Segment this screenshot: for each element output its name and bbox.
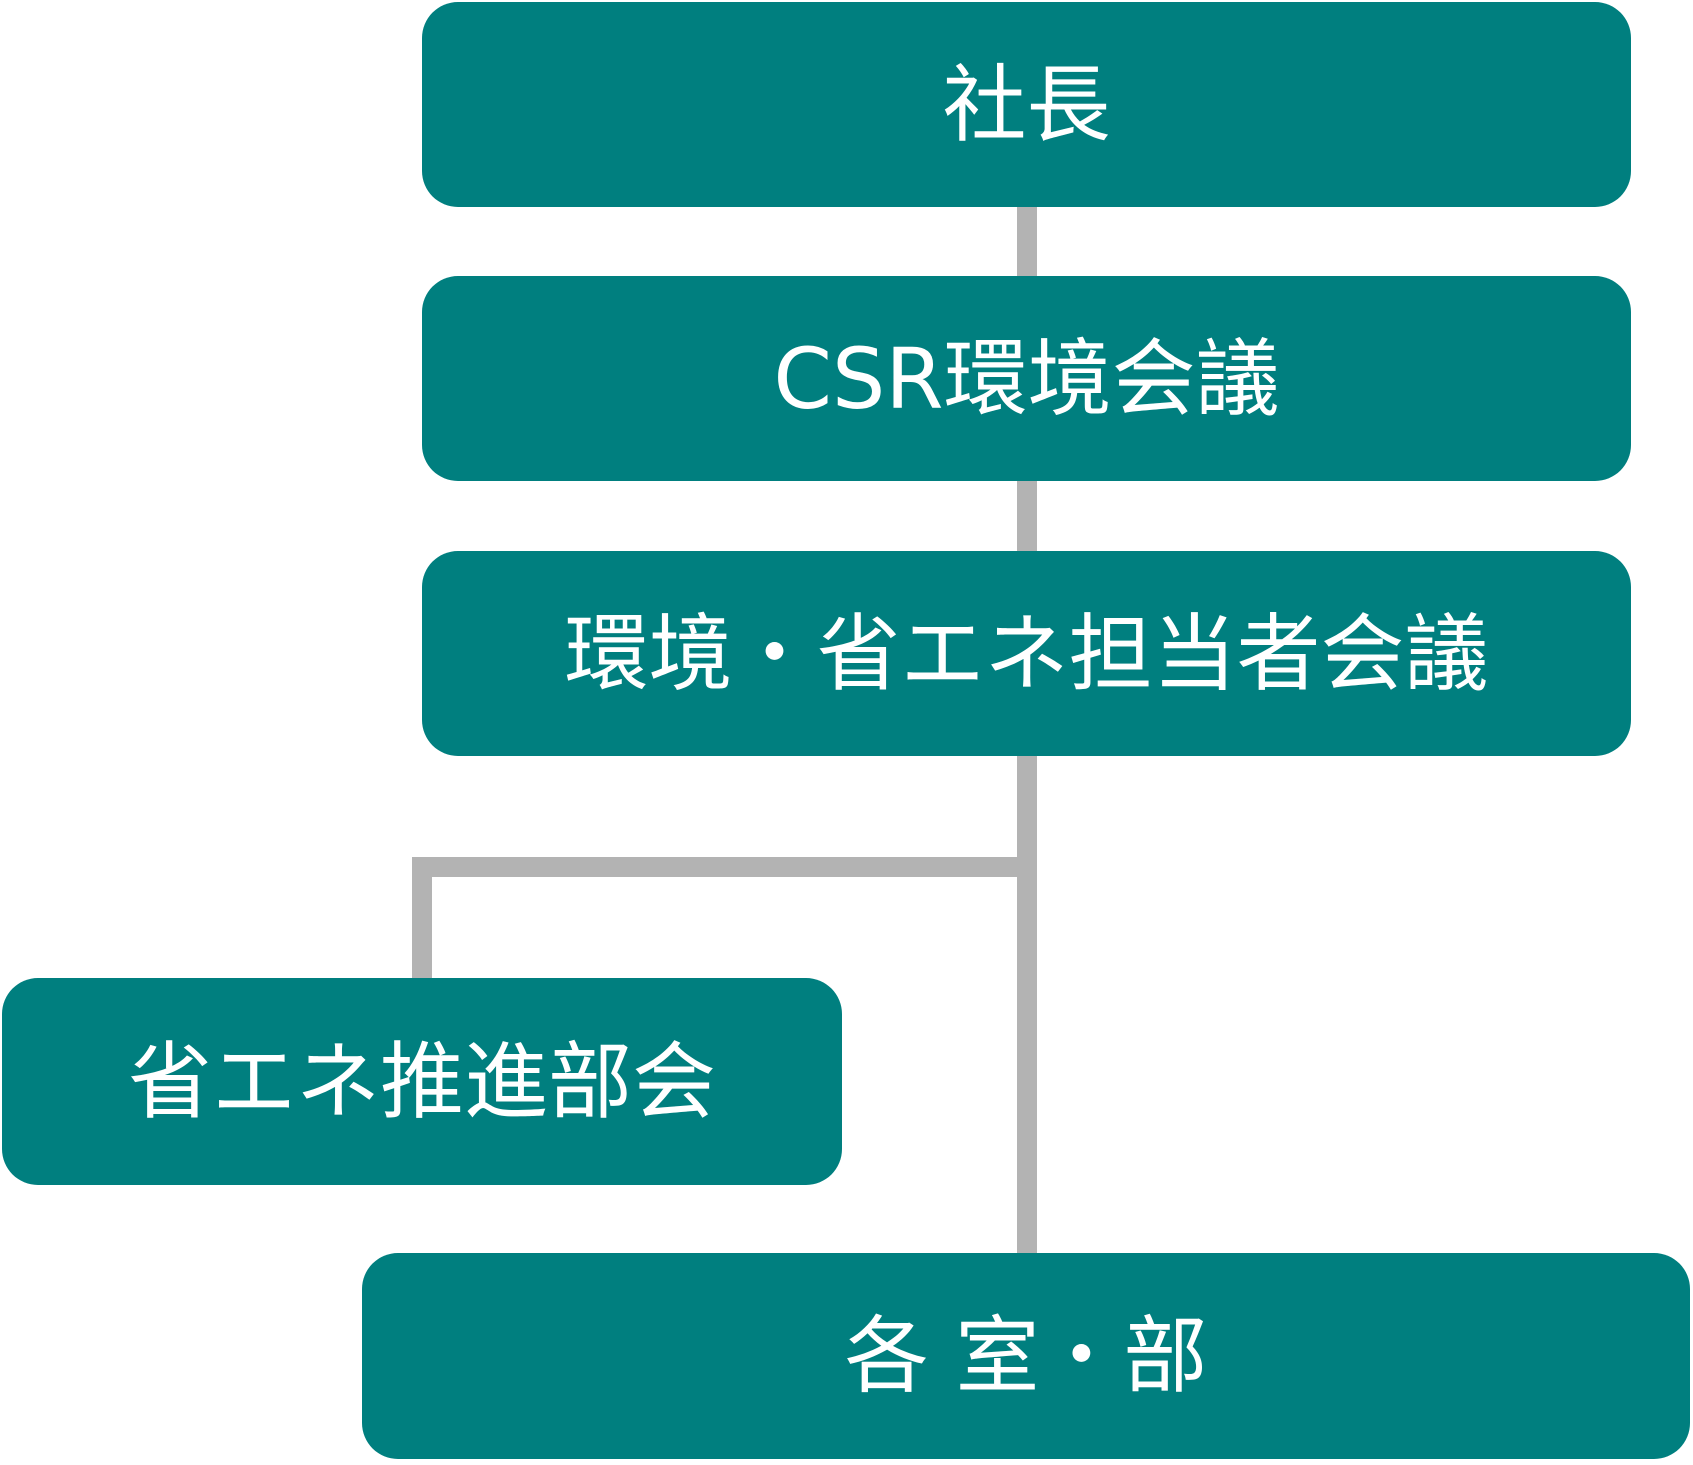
connector-president-to-csr — [1017, 205, 1037, 277]
node-environment-energy-staff-meeting-label: 環境・省エネ担当者会議 — [564, 604, 1489, 703]
connector-branch-horizontal — [412, 857, 1037, 877]
connector-staff-meeting-trunk — [1017, 756, 1037, 1254]
node-each-office-department: 各 室・部 — [362, 1253, 1690, 1459]
node-csr-environment-meeting: CSR環境会議 — [422, 276, 1631, 481]
node-energy-saving-promotion-committee: 省エネ推進部会 — [2, 978, 842, 1185]
node-president: 社長 — [422, 2, 1631, 207]
node-each-office-department-label: 各 室・部 — [844, 1307, 1208, 1405]
node-csr-environment-meeting-label: CSR環境会議 — [773, 329, 1280, 428]
node-energy-saving-promotion-committee-label: 省エネ推進部会 — [127, 1032, 716, 1131]
connector-csr-to-staff-meeting — [1017, 480, 1037, 552]
node-environment-energy-staff-meeting: 環境・省エネ担当者会議 — [422, 551, 1631, 756]
connector-branch-to-committee — [412, 857, 432, 979]
node-president-label: 社長 — [942, 55, 1111, 154]
